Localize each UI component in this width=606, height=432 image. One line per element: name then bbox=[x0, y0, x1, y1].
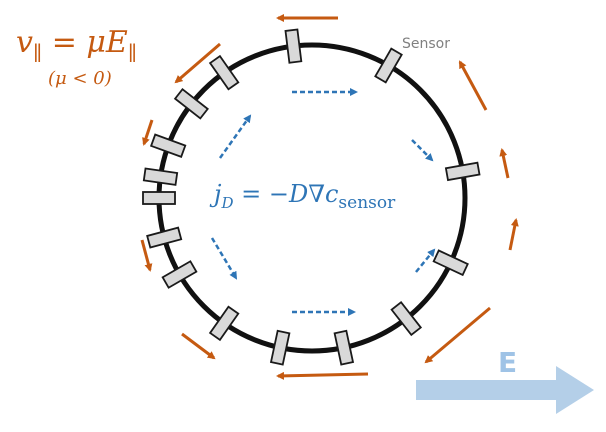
sensor bbox=[390, 301, 423, 337]
flux-equation: jD = −D∇csensor bbox=[209, 180, 396, 213]
diffusion-arrows bbox=[210, 88, 436, 316]
sensor-label: Sensor bbox=[402, 36, 450, 52]
sensor bbox=[284, 28, 303, 64]
drift-arrow bbox=[140, 239, 153, 272]
drift-arrow bbox=[458, 60, 488, 111]
diffusion-arrow bbox=[210, 237, 238, 280]
drift-arrow bbox=[276, 371, 369, 380]
drift-arrow bbox=[508, 218, 519, 251]
sensor bbox=[208, 54, 240, 91]
sensor bbox=[161, 260, 198, 289]
sensor bbox=[173, 87, 209, 120]
sensor bbox=[432, 249, 469, 277]
sensor bbox=[333, 329, 355, 366]
sensor bbox=[444, 161, 481, 182]
sensor bbox=[374, 47, 403, 84]
sensor bbox=[269, 329, 291, 366]
diffusion-arrow bbox=[411, 139, 434, 162]
field-arrow bbox=[416, 366, 594, 414]
sensor-group bbox=[142, 28, 481, 366]
drift-arrow bbox=[424, 306, 491, 364]
drift-arrows bbox=[140, 14, 519, 380]
field-label: E bbox=[498, 346, 517, 379]
drift-arrow bbox=[499, 148, 510, 179]
velocity-equation: v∥ = μE∥ bbox=[16, 25, 137, 65]
diffusion-arrow bbox=[415, 248, 436, 273]
sensor bbox=[208, 305, 240, 342]
velocity-condition: (μ < 0) bbox=[48, 68, 112, 89]
drift-arrow bbox=[181, 332, 216, 360]
sensor bbox=[149, 133, 187, 158]
drift-arrow bbox=[174, 42, 221, 84]
diffusion-arrow bbox=[218, 114, 252, 159]
sensor bbox=[146, 226, 183, 249]
sensor bbox=[142, 167, 179, 186]
drift-arrow bbox=[142, 119, 154, 146]
sensor bbox=[142, 191, 176, 205]
